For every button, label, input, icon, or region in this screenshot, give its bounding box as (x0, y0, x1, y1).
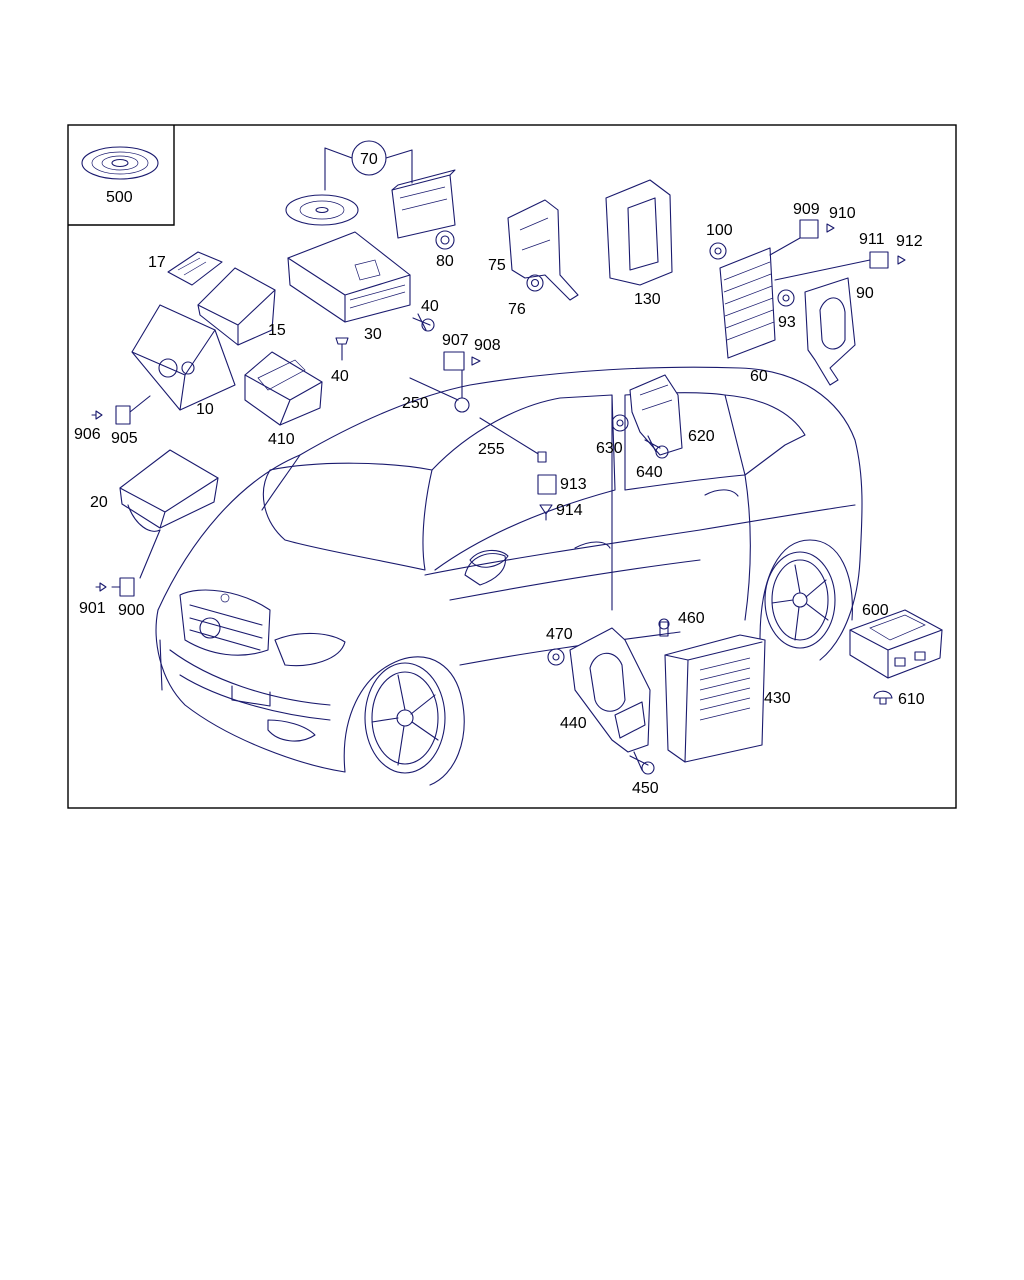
callout-90: 90 (856, 285, 874, 302)
callout-10: 10 (196, 401, 214, 418)
callout-912: 912 (896, 233, 923, 250)
nut-76 (526, 274, 544, 292)
callout-460: 460 (678, 610, 705, 627)
module-15 (197, 267, 276, 346)
antenna-cable-250 (409, 369, 470, 413)
inset-box (68, 125, 175, 226)
washer-100 (709, 242, 727, 260)
bracket-130 (605, 179, 673, 286)
callout-130: 130 (634, 291, 661, 308)
screw-40-lower (335, 337, 349, 361)
washer-93 (777, 289, 795, 307)
connector-909 (769, 219, 835, 256)
callout-410: 410 (268, 431, 295, 448)
module-600 (849, 609, 943, 679)
callout-60: 60 (750, 368, 768, 385)
callout-470: 470 (546, 626, 573, 643)
callout-93: 93 (778, 314, 796, 331)
callout-908: 908 (474, 337, 501, 354)
callout-620: 620 (688, 428, 715, 445)
bracket-620 (629, 374, 683, 456)
callout-75: 75 (488, 257, 506, 274)
diagram-frame (67, 124, 957, 809)
callout-15: 15 (268, 322, 286, 339)
callout-20: 20 (90, 494, 108, 511)
module-20 (119, 449, 219, 579)
callout-911: 911 (859, 231, 885, 248)
callout-630: 630 (596, 440, 623, 457)
callout-17: 17 (148, 254, 166, 271)
callout-907: 907 (442, 332, 469, 349)
callout-76: 76 (508, 301, 526, 318)
callout-914: 914 (556, 502, 583, 519)
callout-900: 900 (118, 602, 145, 619)
module-10 (131, 304, 236, 411)
callout-913: 913 (560, 476, 587, 493)
bolt-450 (629, 751, 655, 775)
connector-913 (537, 474, 557, 495)
callout-450: 450 (632, 780, 659, 797)
callout-40a: 40 (421, 298, 439, 315)
nut-80 (435, 230, 455, 250)
bracket-440 (569, 627, 651, 753)
callout-255: 255 (478, 441, 505, 458)
bracket-90 (804, 277, 856, 386)
module-17 (167, 251, 223, 286)
clip-610 (873, 690, 893, 705)
callout-909: 909 (793, 201, 820, 218)
fuse-914 (539, 504, 553, 521)
connector-905 (91, 395, 151, 425)
screw-40-upper (412, 313, 435, 332)
callout-40b: 40 (331, 368, 349, 385)
callout-440: 440 (560, 715, 587, 732)
callout-910: 910 (829, 205, 856, 222)
bolt-460 (658, 618, 670, 637)
callout-901: 901 (79, 600, 106, 617)
connector-911 (774, 251, 906, 281)
callout-30: 30 (364, 326, 382, 343)
washer-470 (547, 648, 565, 666)
cable-255 (479, 417, 547, 463)
callout-80: 80 (436, 253, 454, 270)
callout-labels: 500 70 80 75 76 130 100 909 910 911 912 … (74, 151, 925, 797)
cd-disc-500 (81, 146, 159, 180)
callout-610: 610 (898, 691, 925, 708)
module-430 (664, 634, 766, 763)
callout-70: 70 (360, 151, 378, 168)
callout-600: 600 (862, 602, 889, 619)
callout-906: 906 (74, 426, 101, 443)
module-410 (244, 351, 323, 426)
module-60 (719, 247, 776, 359)
callout-100: 100 (706, 222, 733, 239)
callout-430: 430 (764, 690, 791, 707)
connector-900 (95, 577, 135, 597)
washer-630 (611, 414, 629, 432)
callout-905: 905 (111, 430, 138, 447)
callout-250: 250 (402, 395, 429, 412)
connector-907 (443, 351, 481, 371)
part-70-group (285, 140, 456, 239)
bracket-75 (507, 199, 579, 301)
callout-640: 640 (636, 464, 663, 481)
bolt-640 (644, 435, 669, 459)
car-illustration (155, 366, 863, 786)
module-30 (287, 231, 411, 323)
callout-500: 500 (106, 189, 133, 206)
